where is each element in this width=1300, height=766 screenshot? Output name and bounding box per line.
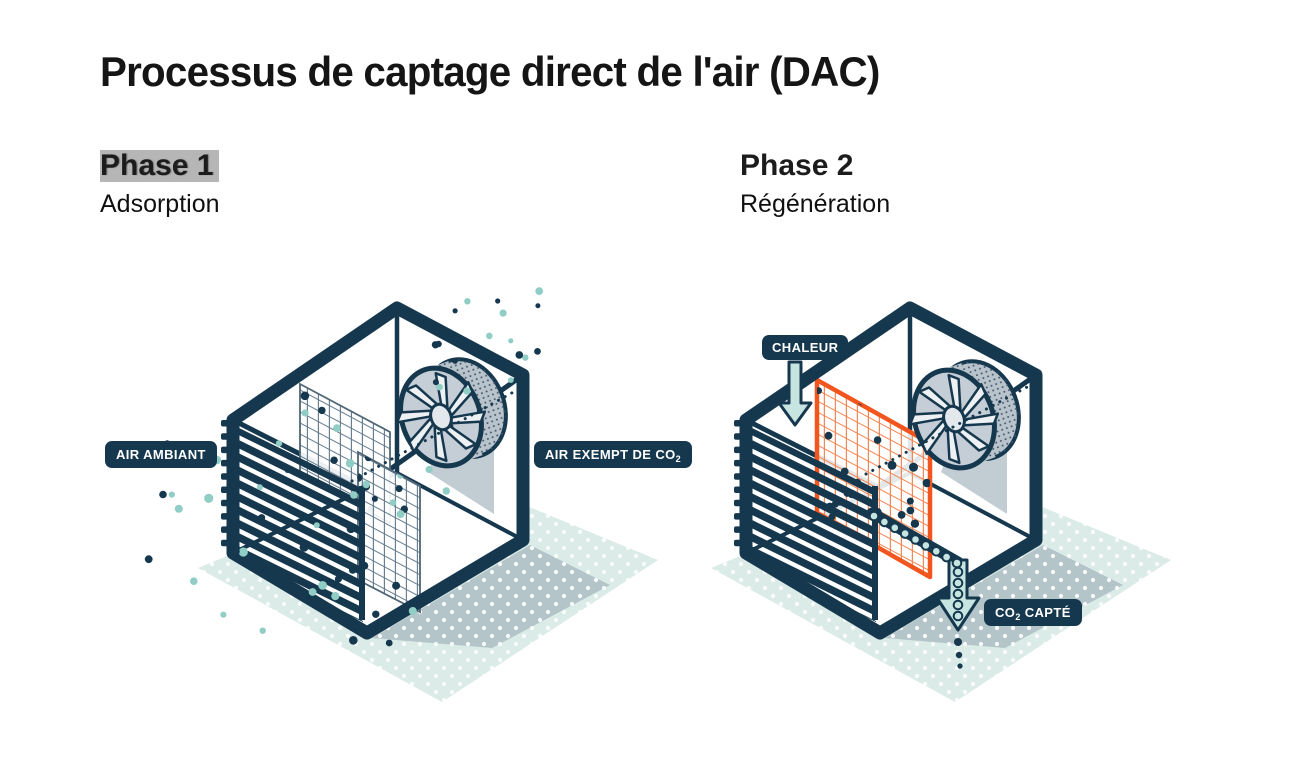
inner-air-dots	[425, 465, 450, 495]
phase1-heading: Phase 1 Adsorption	[100, 150, 220, 219]
page-title: Processus de captage direct de l'air (DA…	[100, 48, 880, 95]
phase1-airflow-dotted-line	[350, 387, 521, 483]
phase1-front-filter-grid	[357, 450, 421, 614]
air-exempt-co2-label: AIR EXEMPT DE CO2	[534, 441, 693, 468]
co2-bead-dots	[868, 510, 964, 622]
chaleur-label: CHALEUR	[762, 335, 849, 360]
phase2-name: Phase 2	[740, 149, 854, 182]
co2-trailing-dots	[954, 638, 963, 669]
phase2-subtitle: Régénération	[740, 190, 891, 218]
phase1-name: Phase 1	[100, 150, 220, 182]
phase2-airflow-dotted-line	[864, 384, 1031, 476]
clean-air-dots	[431, 287, 544, 395]
heat-arrow-icon	[777, 360, 813, 427]
phase2-heading: Phase 2 Régénération	[740, 150, 890, 219]
air-ambiant-label: AIR AMBIANT	[105, 441, 217, 468]
co2-capte-label: CO2 CAPTÉ	[984, 599, 1082, 626]
phase2-unit-illustration	[711, 308, 1171, 702]
phase1-subtitle: Adsorption	[100, 190, 220, 218]
phase1-unit-illustration	[144, 287, 658, 702]
